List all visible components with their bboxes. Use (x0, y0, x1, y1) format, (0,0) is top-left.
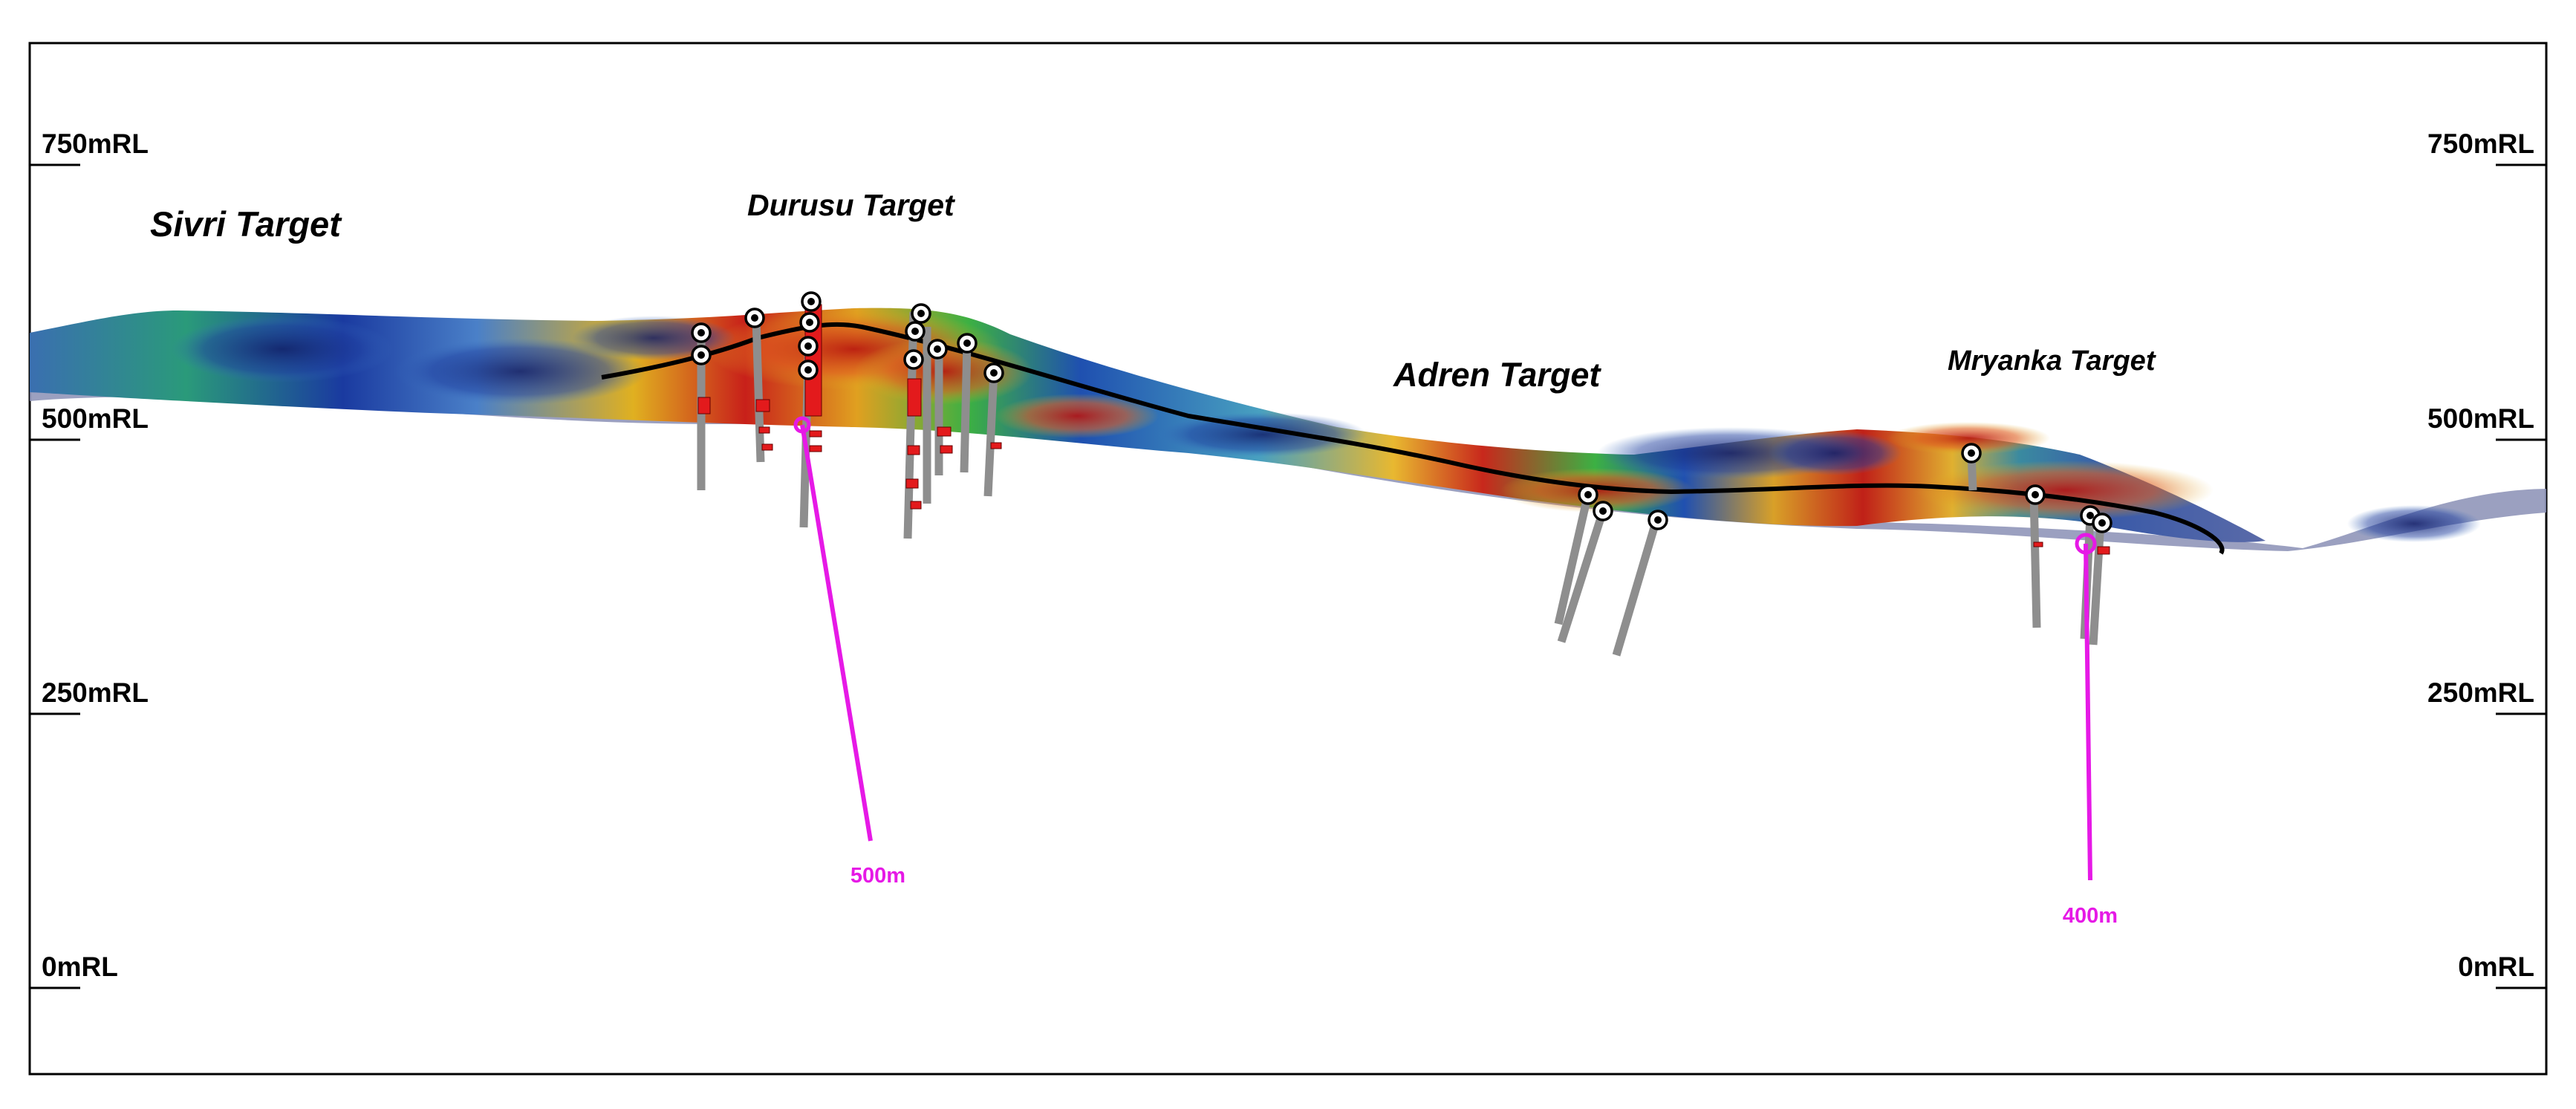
planned-hole-collar (2075, 533, 2097, 555)
low-grade-patch (1768, 431, 1902, 475)
elevation-label-0-right: 0mRL (2458, 952, 2534, 982)
planned-holes: 500m 400m (793, 416, 2118, 928)
planned-hole-depth-400: 400m (2063, 904, 2118, 928)
elevation-label-250-right: 250mRL (2427, 677, 2534, 708)
high-grade-interval (2097, 546, 2110, 555)
drillhole-trace (2029, 493, 2041, 628)
elevation-label-0-left: 0mRL (42, 952, 118, 982)
drillhole-collar-icon (1961, 443, 1982, 464)
drillhole-collar-icon (983, 362, 1004, 383)
planned-hole-collar (793, 416, 811, 434)
drillhole-collar-icon (957, 333, 978, 354)
drillhole-collar-icon (691, 322, 712, 343)
low-grade-patch (1159, 412, 1367, 457)
drillhole-collar-icon (927, 339, 948, 360)
high-grade-interval (758, 426, 770, 434)
drillhole-collar-icon (799, 312, 820, 333)
target-label-sivri: Sivri Target (150, 204, 342, 244)
drillhole-collar-icon (903, 349, 924, 370)
drillhole-collar-icon (691, 345, 712, 365)
drillhole-collar-icon (2025, 484, 2046, 505)
high-grade-interval (910, 501, 922, 510)
drillhole-collar-icon (911, 303, 931, 324)
drillhole-trace (752, 317, 765, 463)
drillhole-trace (1554, 492, 1593, 625)
elevation-label-250-left: 250mRL (42, 677, 149, 708)
high-grade-interval (940, 445, 953, 454)
drillhole-trace (2089, 521, 2105, 645)
drillhole-trace (983, 371, 998, 497)
high-grade-interval (755, 399, 770, 412)
high-grade-interval (761, 443, 773, 451)
high-grade-interval (2033, 542, 2043, 547)
drillhole-collar-icon (1648, 510, 1668, 530)
drillhole-collars (691, 291, 2112, 533)
grade-patch (995, 394, 1159, 438)
drillhole-collar-icon (1593, 501, 1613, 521)
target-label-durusu: Durusu Target (747, 188, 956, 222)
grade-patch (1887, 422, 2050, 455)
low-grade-patch (394, 338, 646, 405)
high-grade-interval (907, 445, 920, 455)
elevation-label-500-right: 500mRL (2427, 403, 2534, 434)
high-grade-interval (907, 378, 922, 417)
high-grade-interval (990, 442, 1002, 449)
low-grade-patch (171, 316, 394, 383)
planned-hole-trace (2084, 543, 2092, 881)
low-grade-patch (2347, 505, 2481, 542)
high-grade-interval (905, 478, 919, 489)
elevation-label-750-left: 750mRL (42, 129, 149, 159)
elevation-label-750-right: 750mRL (2427, 129, 2534, 159)
planned-hole-trace (800, 424, 873, 842)
grade-patch (854, 338, 1032, 405)
drillhole-collar-icon (801, 291, 822, 312)
target-label-mryanka: Mryanka Target (1948, 345, 2156, 377)
drillhole-trace (1612, 518, 1661, 657)
high-grade-interval (809, 445, 822, 452)
high-grade-interval (937, 426, 952, 437)
drillhole-collar-icon (798, 360, 819, 380)
section-frame (28, 42, 2548, 1076)
drillhole-collar-icon (2092, 513, 2112, 533)
target-label-adren: Adren Target (1393, 356, 1601, 394)
drillhole-trace (1557, 510, 1607, 643)
drillhole-collar-icon (798, 336, 819, 357)
grade-patch (1916, 461, 2214, 520)
high-grade-interval (697, 397, 711, 414)
high-grade-interval (809, 430, 822, 438)
elevation-label-500-left: 500mRL (42, 403, 149, 434)
drillhole-collar-icon (744, 308, 765, 328)
drillhole-collar-icon (905, 321, 926, 342)
drillhole-trace (960, 342, 972, 473)
drillhole-collar-icon (1578, 484, 1598, 505)
planned-hole-depth-500: 500m (850, 864, 905, 888)
